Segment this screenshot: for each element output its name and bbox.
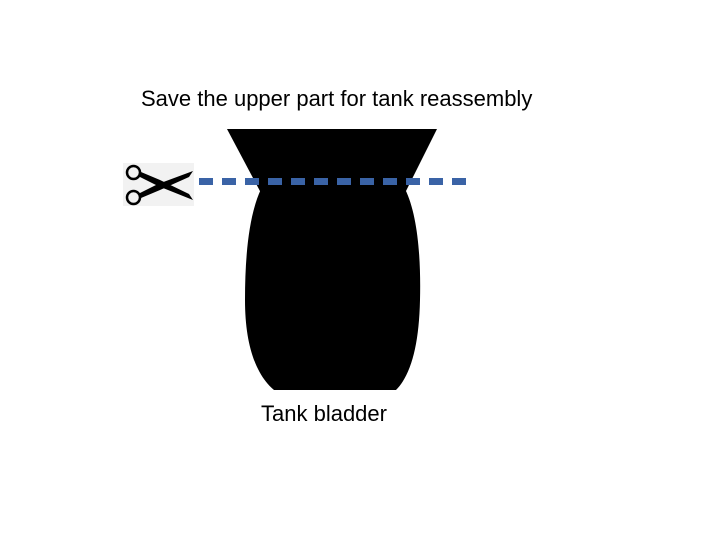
scissors-icon xyxy=(123,163,194,206)
top-caption: Save the upper part for tank reassembly xyxy=(141,86,533,111)
bladder-body xyxy=(245,189,421,390)
bottom-caption: Tank bladder xyxy=(261,401,387,426)
bladder-upper-part xyxy=(227,129,437,193)
scissors-blade-lower xyxy=(139,171,193,198)
scissors-handle-bottom xyxy=(125,189,142,206)
scissors-pivot xyxy=(156,183,160,187)
scissors-handle-top xyxy=(125,164,142,181)
